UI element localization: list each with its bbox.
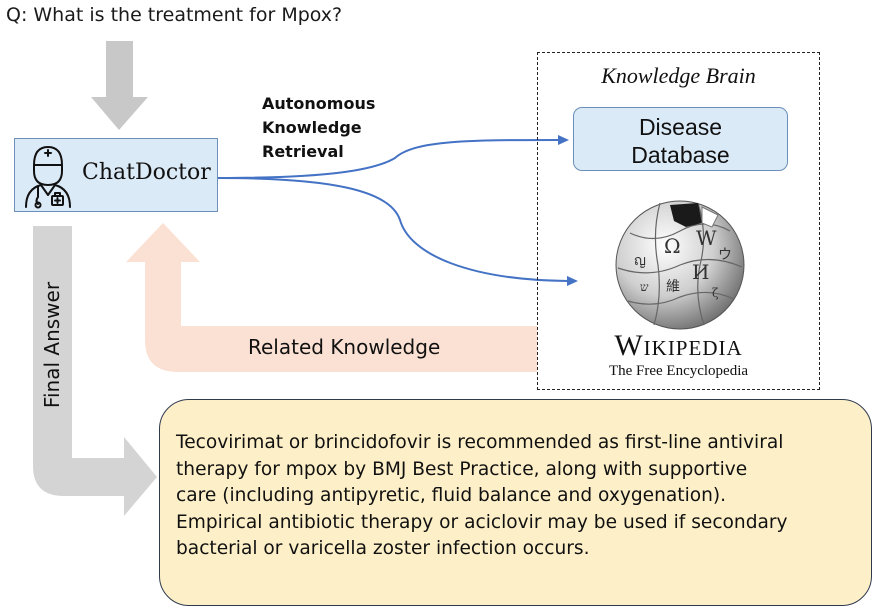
related-knowledge-arrow [126, 223, 537, 372]
retrieval-label: Autonomous Knowledge Retrieval [262, 92, 412, 164]
wikipedia-wordmark: Wikipedia [614, 329, 743, 362]
retrieval-label-line: Knowledge [262, 118, 362, 137]
answer-line: Empirical antibiotic therapy or aciclovi… [176, 511, 788, 533]
svg-text:維: 維 [666, 279, 680, 295]
answer-line: bacterial or varicella zoster infection … [176, 538, 590, 559]
retrieval-label-line: Autonomous [262, 94, 376, 113]
doctor-icon [25, 146, 71, 209]
retrieval-line-disease [217, 139, 561, 179]
svg-text:Ω: Ω [664, 234, 681, 258]
wikipedia-globe-icon: Ω W И ญ 維 ウ ש ζ [615, 200, 745, 330]
question-arrow [91, 41, 148, 130]
answer-box: Tecovirimat or brincidofovir is recommen… [159, 399, 872, 606]
question-text: Q: What is the treatment for Mpox? [6, 4, 343, 26]
svg-text:W: W [696, 226, 717, 250]
answer-line: care (including antipyretic, fluid balan… [176, 485, 727, 506]
final-answer-arrow [33, 226, 157, 516]
chatdoctor-box: ChatDoctor [14, 138, 218, 212]
knowledge-brain-box: Knowledge Brain Disease Database [537, 52, 820, 390]
svg-text:И: И [692, 260, 709, 284]
svg-text:ญ: ญ [634, 253, 646, 269]
svg-text:ש: ש [640, 280, 649, 294]
chatdoctor-label: ChatDoctor [82, 160, 211, 185]
disease-database-line: Disease [638, 114, 723, 140]
retrieval-arrowhead-disease [558, 135, 569, 145]
retrieval-label-line: Retrieval [262, 142, 344, 161]
knowledge-brain-title: Knowledge Brain [601, 63, 756, 88]
svg-text:ζ: ζ [712, 286, 719, 300]
wikipedia-tagline: The Free Encyclopedia [608, 363, 749, 379]
svg-text:ウ: ウ [718, 247, 732, 263]
retrieval-arrowhead-wikipedia [567, 276, 578, 286]
disease-database-box: Disease Database [573, 107, 788, 171]
final-answer-label: Final Answer [40, 281, 64, 409]
retrieval-line-wikipedia [217, 177, 569, 282]
disease-database-line: Database [631, 142, 730, 168]
related-knowledge-label: Related Knowledge [248, 335, 441, 359]
answer-line: therapy for mpox by BMJ Best Practice, a… [176, 458, 748, 480]
answer-line: Tecovirimat or brincidofovir is recommen… [176, 432, 784, 453]
